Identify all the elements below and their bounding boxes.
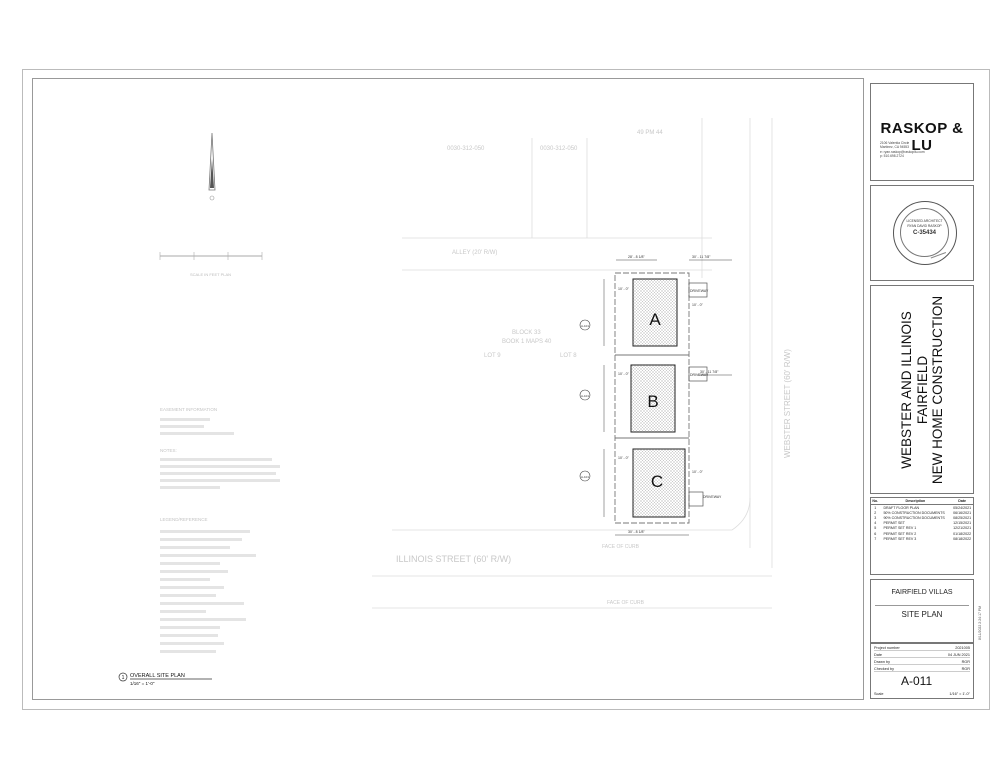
drawing-area bbox=[32, 78, 864, 700]
section-marker-a: A-101 bbox=[579, 319, 591, 331]
dim-top-right: 30' - 11 7/8" bbox=[692, 255, 711, 259]
dim-bottom-width: 30' - 8 1/8" bbox=[628, 530, 645, 534]
dim-setback-c: 10' - 0" bbox=[618, 456, 630, 460]
easement-title: EASEMENT INFORMATION bbox=[160, 407, 217, 412]
building-c: C bbox=[632, 448, 686, 518]
sheet-number: A-011 bbox=[901, 674, 933, 688]
sheet-name-block: FAIRFIELD VILLAS SITE PLAN bbox=[870, 579, 974, 643]
firm-block: RASKOP & LU 2106 Valentia Circle Martine… bbox=[870, 83, 974, 181]
project-name: FAIRFIELD VILLAS bbox=[891, 589, 953, 596]
legend-title: LEGEND/REFERENCE bbox=[160, 517, 208, 522]
section-marker-c: A-101 bbox=[579, 470, 591, 482]
dim-mid-right: 30' - 11 7/8" bbox=[700, 370, 719, 374]
dim-top-left: 28' - 8 1/8" bbox=[628, 255, 645, 259]
lot-label-left: LOT 9 bbox=[484, 353, 501, 359]
dim-setback-b: 10' - 0" bbox=[618, 372, 630, 376]
building-a: A bbox=[632, 278, 678, 347]
scale-bar: SCALE IN FEET PLAN bbox=[159, 252, 263, 277]
webster-street-label: WEBSTER STREET (60' R/W) bbox=[783, 349, 792, 458]
notes-title: NOTES: bbox=[160, 448, 177, 453]
architect-seal-block: LICENSED ARCHITECT RYAN DAVID RASKOP C-3… bbox=[870, 185, 974, 281]
scale-bar-label: SCALE IN FEET PLAN bbox=[190, 272, 231, 277]
sheet-name: SITE PLAN bbox=[901, 610, 943, 619]
building-c-label: C bbox=[651, 472, 663, 491]
driveway-label-a: DRIVEWAY bbox=[690, 289, 709, 293]
north-arrow-icon bbox=[208, 132, 216, 201]
building-a-label: A bbox=[649, 310, 661, 329]
svg-text:A-101: A-101 bbox=[581, 324, 589, 328]
firm-name: RASKOP & LU bbox=[880, 120, 964, 154]
block-label: BLOCK 33 bbox=[512, 330, 541, 336]
dim-setback-a: 10' - 0" bbox=[618, 287, 630, 291]
map-ref-label: 49 PM 44 bbox=[637, 130, 663, 136]
driveway-label-c: DRIVEWAY bbox=[703, 495, 722, 499]
building-b: B bbox=[630, 364, 676, 433]
seal-number: C-35434 bbox=[912, 230, 936, 236]
alley-label: ALLEY (20' R/W) bbox=[452, 250, 497, 256]
divider bbox=[875, 605, 969, 606]
firm-address: 2106 Valentia Circle Martinez, CA 94553 … bbox=[880, 141, 925, 158]
dim-right-c: 10' - 0" bbox=[692, 470, 704, 474]
face-of-curb-label-1: FACE OF CURB bbox=[602, 544, 640, 550]
view-scale-text: 1/16" = 1'-0" bbox=[130, 681, 155, 686]
parcel-label-left: 0030-312-050 bbox=[447, 146, 485, 152]
project-title-block: WEBSTER AND ILLINOIS FAIRFIELD NEW HOME … bbox=[870, 285, 974, 494]
section-marker-b: A-101 bbox=[579, 389, 591, 401]
sheet-border bbox=[22, 69, 990, 710]
dim-right-a: 10' - 0" bbox=[692, 303, 704, 307]
illinois-street-label: ILLINOIS STREET (60' R/W) bbox=[396, 554, 511, 564]
view-title-text: OVERALL SITE PLAN bbox=[130, 673, 185, 679]
view-title: 1 OVERALL SITE PLAN 1/16" = 1'-0" bbox=[118, 672, 212, 686]
face-of-curb-label-2: FACE OF CURB bbox=[607, 600, 645, 606]
book-label: BOOK 1 MAPS 40 bbox=[502, 339, 552, 345]
seal-name: RYAN DAVID RASKOP bbox=[907, 224, 942, 228]
site-plan-drawing: SCALE IN FEET PLAN EASEMENT INFORMATION … bbox=[118, 118, 792, 686]
svg-text:A-101: A-101 bbox=[581, 475, 589, 479]
architect-seal: LICENSED ARCHITECT RYAN DAVID RASKOP C-3… bbox=[893, 201, 957, 265]
signature-mark bbox=[927, 244, 947, 259]
parcel-label-right: 0030-312-050 bbox=[540, 146, 578, 152]
building-b-label: B bbox=[647, 392, 658, 411]
svg-text:A-101: A-101 bbox=[581, 394, 589, 398]
lot-label-right: LOT 8 bbox=[560, 353, 577, 359]
project-title: WEBSTER AND ILLINOIS FAIRFIELD NEW HOME … bbox=[898, 295, 945, 484]
seal-title: LICENSED ARCHITECT bbox=[906, 219, 943, 223]
print-timestamp: 8/11/2022 2:24:17 PM bbox=[978, 605, 982, 640]
view-number: 1 bbox=[122, 675, 125, 681]
